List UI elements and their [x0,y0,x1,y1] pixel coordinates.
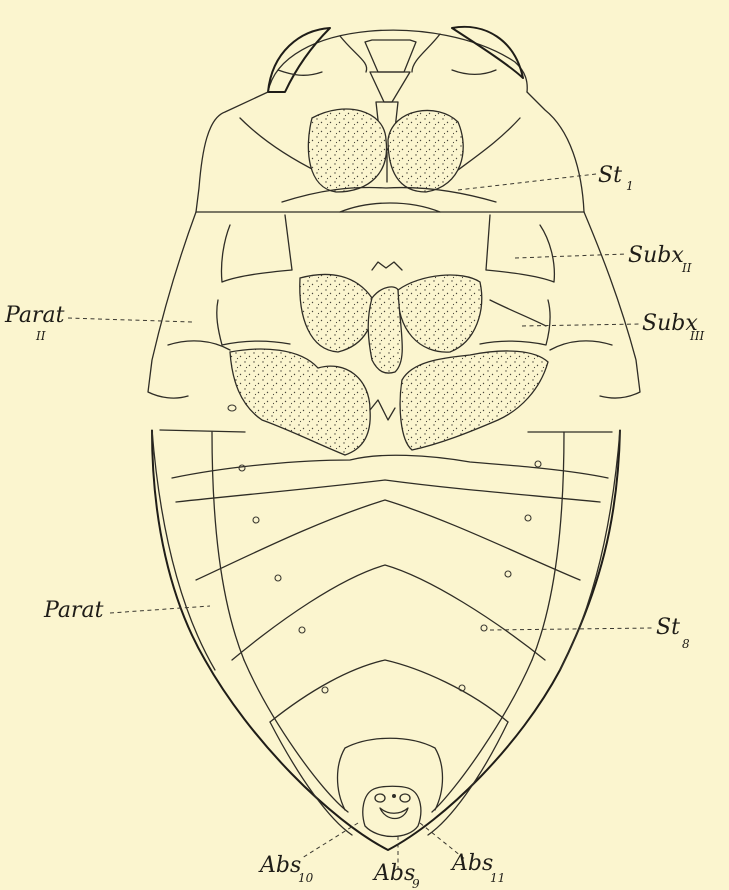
paratergite-inner-left-lower [244,660,348,812]
anal-spot-right [400,794,410,802]
leader-subx3 [522,324,640,326]
proleg-suture-right [458,118,520,170]
spiracle [322,687,328,693]
label-subx2-sub: II [681,261,692,275]
clypeus [365,40,416,72]
leader-st8 [490,628,652,630]
antenna-right [452,70,496,75]
anal-segment-9 [338,738,443,810]
pronotum-left-edge [196,92,268,212]
label-st8-sub: 8 [682,637,690,651]
mesocoxa-right-edge [486,215,490,270]
subx2-left-border [221,225,292,282]
label-abs9: Abs [372,861,415,886]
abdominal-suture-2 [172,455,608,478]
leader-parat [110,606,210,613]
leader-subx2 [515,254,626,258]
leader-parat2 [68,318,192,322]
label-st8: St [656,615,680,640]
label-st1: St [598,163,622,188]
coxa-1-right [388,110,463,192]
mesosternum-plate [368,287,402,373]
coxa-2-right [398,275,482,352]
label-st1-sub: 1 [626,179,634,193]
anal-spot-mid [392,794,396,798]
label-subx3-sub: III [689,329,704,343]
mesonotum-right-wing [584,212,640,398]
label-abs10: Abs [258,853,301,878]
labels: St 1 Subx II Subx III Parat II Parat St … [4,163,704,890]
mesosternal-notch [372,262,402,270]
leader-st1 [458,174,596,190]
spiracle [299,627,305,633]
coxa-1-left [308,109,386,192]
segment-1-left [160,430,245,432]
spiracles [228,405,541,693]
abdomen [152,430,620,850]
abdominal-suture-6 [270,660,508,722]
abdominal-suture-4 [196,500,580,580]
pterothorax [148,203,640,455]
mesosternum-arc [340,203,440,212]
spiracle [239,465,245,471]
paratergite-line-right-low [428,722,508,835]
spiracle-st8 [481,625,487,631]
labrum [370,72,410,102]
metathorax-right-edge [550,341,612,350]
spiracle [535,461,541,467]
metacoxa-suture-right [490,300,546,326]
paratergite-line-right [560,430,620,670]
prosternum-curve [282,188,496,202]
subx2-right-border [486,225,554,282]
antenna-left [278,70,322,75]
coxa-3-right [400,351,548,450]
left-eye [268,28,330,92]
metasternal-notch [370,400,395,420]
leader-lines [68,174,652,870]
label-parat2: Parat [4,303,65,328]
leader-abs10 [302,823,358,858]
spiracle [275,575,281,581]
label-abs9-sub: 9 [412,877,420,890]
pronotum-right-edge [527,92,584,212]
anal-opening [380,808,408,819]
head-suture-left [340,36,367,72]
paratergite-line-left [152,430,215,670]
mesocoxa-left-edge [285,215,292,270]
spiracle [525,515,531,521]
mesonotum-left-wing [148,212,196,398]
spiracle [253,517,259,523]
anal-spot-left [375,794,385,802]
spiracle [228,405,236,411]
prothorax [196,92,584,212]
coxa-3-left [230,349,370,455]
spiracle [505,571,511,577]
coxa-2-left [300,274,373,352]
label-abs10-sub: 10 [298,871,314,885]
label-parat2-sub: II [35,329,46,343]
abdominal-suture-3 [176,480,600,502]
anal-segment-10 [363,786,421,836]
label-parat: Parat [43,598,104,623]
abdominal-suture-5 [232,565,545,660]
right-eye [452,27,523,78]
proleg-suture-left [240,118,318,172]
label-abs11: Abs [450,851,493,876]
label-abs11-sub: 11 [490,871,505,885]
subx3-left-border [217,300,290,345]
head-suture-right [412,34,440,72]
label-subx2: Subx [628,243,684,268]
